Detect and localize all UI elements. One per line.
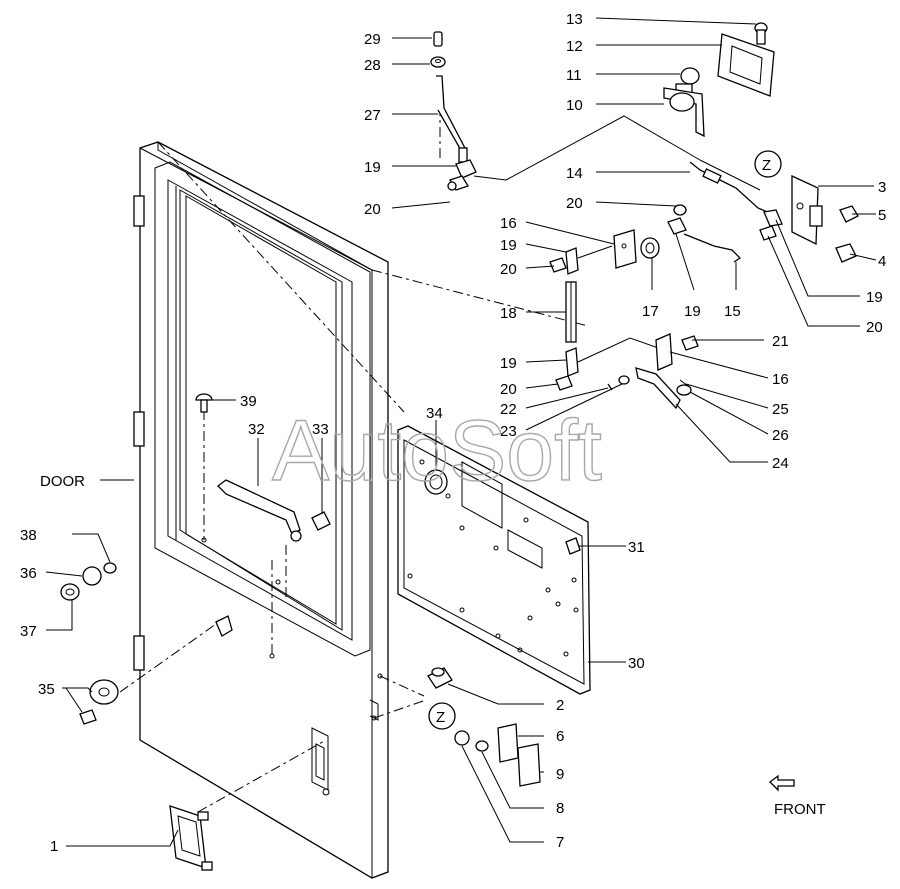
callout-19e: 19	[500, 355, 517, 372]
door-label: DOOR	[40, 473, 85, 490]
callout-25: 25	[772, 401, 789, 418]
callout-36: 36	[20, 565, 37, 582]
callout-26: 26	[772, 427, 789, 444]
callout-18: 18	[500, 305, 517, 322]
callout-20e: 20	[500, 381, 517, 398]
callout-20a: 20	[364, 201, 381, 218]
callout-6: 6	[556, 728, 564, 745]
inner-handle-32	[217, 479, 302, 542]
callout-11: 11	[566, 67, 582, 84]
callout-20d: 20	[866, 319, 883, 336]
leader-lines	[45, 17, 877, 847]
callout-23: 23	[500, 423, 517, 440]
callout-32: 32	[248, 421, 265, 438]
linkage-lines	[473, 115, 761, 363]
callout-24: 24	[772, 455, 789, 472]
callout-37: 37	[20, 623, 37, 640]
callout-27: 27	[364, 107, 381, 124]
watermark-text: AutoSoft	[272, 403, 602, 499]
bushings-36-37-38	[60, 562, 117, 601]
callout-16b: 16	[772, 371, 789, 388]
text-labels: DOOR FRONT Z Z 1 2 3 4 5 6 7 8 9 10 11 1…	[20, 11, 886, 855]
front-label: FRONT	[774, 801, 826, 818]
z-label-bottom: Z	[436, 709, 445, 726]
callout-4: 4	[878, 253, 886, 270]
callout-33: 33	[312, 421, 329, 438]
inner-panel-30	[397, 420, 591, 695]
callout-20c: 20	[500, 261, 517, 278]
callout-7: 7	[556, 834, 564, 851]
callout-1: 1	[50, 838, 58, 855]
callout-21: 21	[772, 333, 789, 350]
rod-assembly-27	[430, 31, 477, 191]
push-pin-39	[195, 393, 213, 413]
striker-35	[79, 679, 119, 725]
callout-8: 8	[556, 800, 564, 817]
callout-19a: 19	[364, 159, 381, 176]
z-marker-top	[754, 150, 782, 178]
callout-22: 22	[500, 401, 517, 418]
callout-16a: 16	[500, 215, 517, 232]
callout-9: 9	[556, 766, 564, 783]
callout-19b: 19	[500, 237, 517, 254]
callout-29: 29	[364, 31, 381, 48]
handle-assembly-top-right	[663, 22, 775, 138]
striker-parts-6-9-8-7	[454, 723, 541, 787]
callout-19c: 19	[684, 303, 701, 320]
front-arrow-icon	[769, 774, 795, 792]
screw-33	[311, 511, 331, 531]
callout-14: 14	[566, 165, 583, 182]
callout-17: 17	[642, 303, 659, 320]
callout-5: 5	[878, 207, 886, 224]
callout-28: 28	[364, 57, 381, 74]
callout-20b: 20	[566, 195, 583, 212]
callout-2: 2	[556, 697, 564, 714]
z-marker-bottom	[428, 702, 456, 730]
callout-12: 12	[566, 38, 583, 55]
callout-13: 13	[566, 11, 583, 28]
bolt-2	[427, 667, 453, 689]
callout-3: 3	[878, 179, 886, 196]
callout-10: 10	[566, 97, 583, 114]
z-label-top: Z	[762, 157, 771, 174]
callout-15: 15	[724, 303, 741, 320]
callout-34: 34	[426, 405, 443, 422]
bottom-handle-1	[169, 805, 213, 871]
latch-assembly-z	[689, 161, 859, 263]
callout-38: 38	[20, 527, 37, 544]
callout-35: 35	[38, 681, 55, 698]
callout-19d: 19	[866, 289, 883, 306]
callout-39: 39	[240, 393, 257, 410]
door-frame	[133, 141, 389, 879]
callout-31: 31	[628, 539, 645, 556]
callout-30: 30	[628, 655, 645, 672]
